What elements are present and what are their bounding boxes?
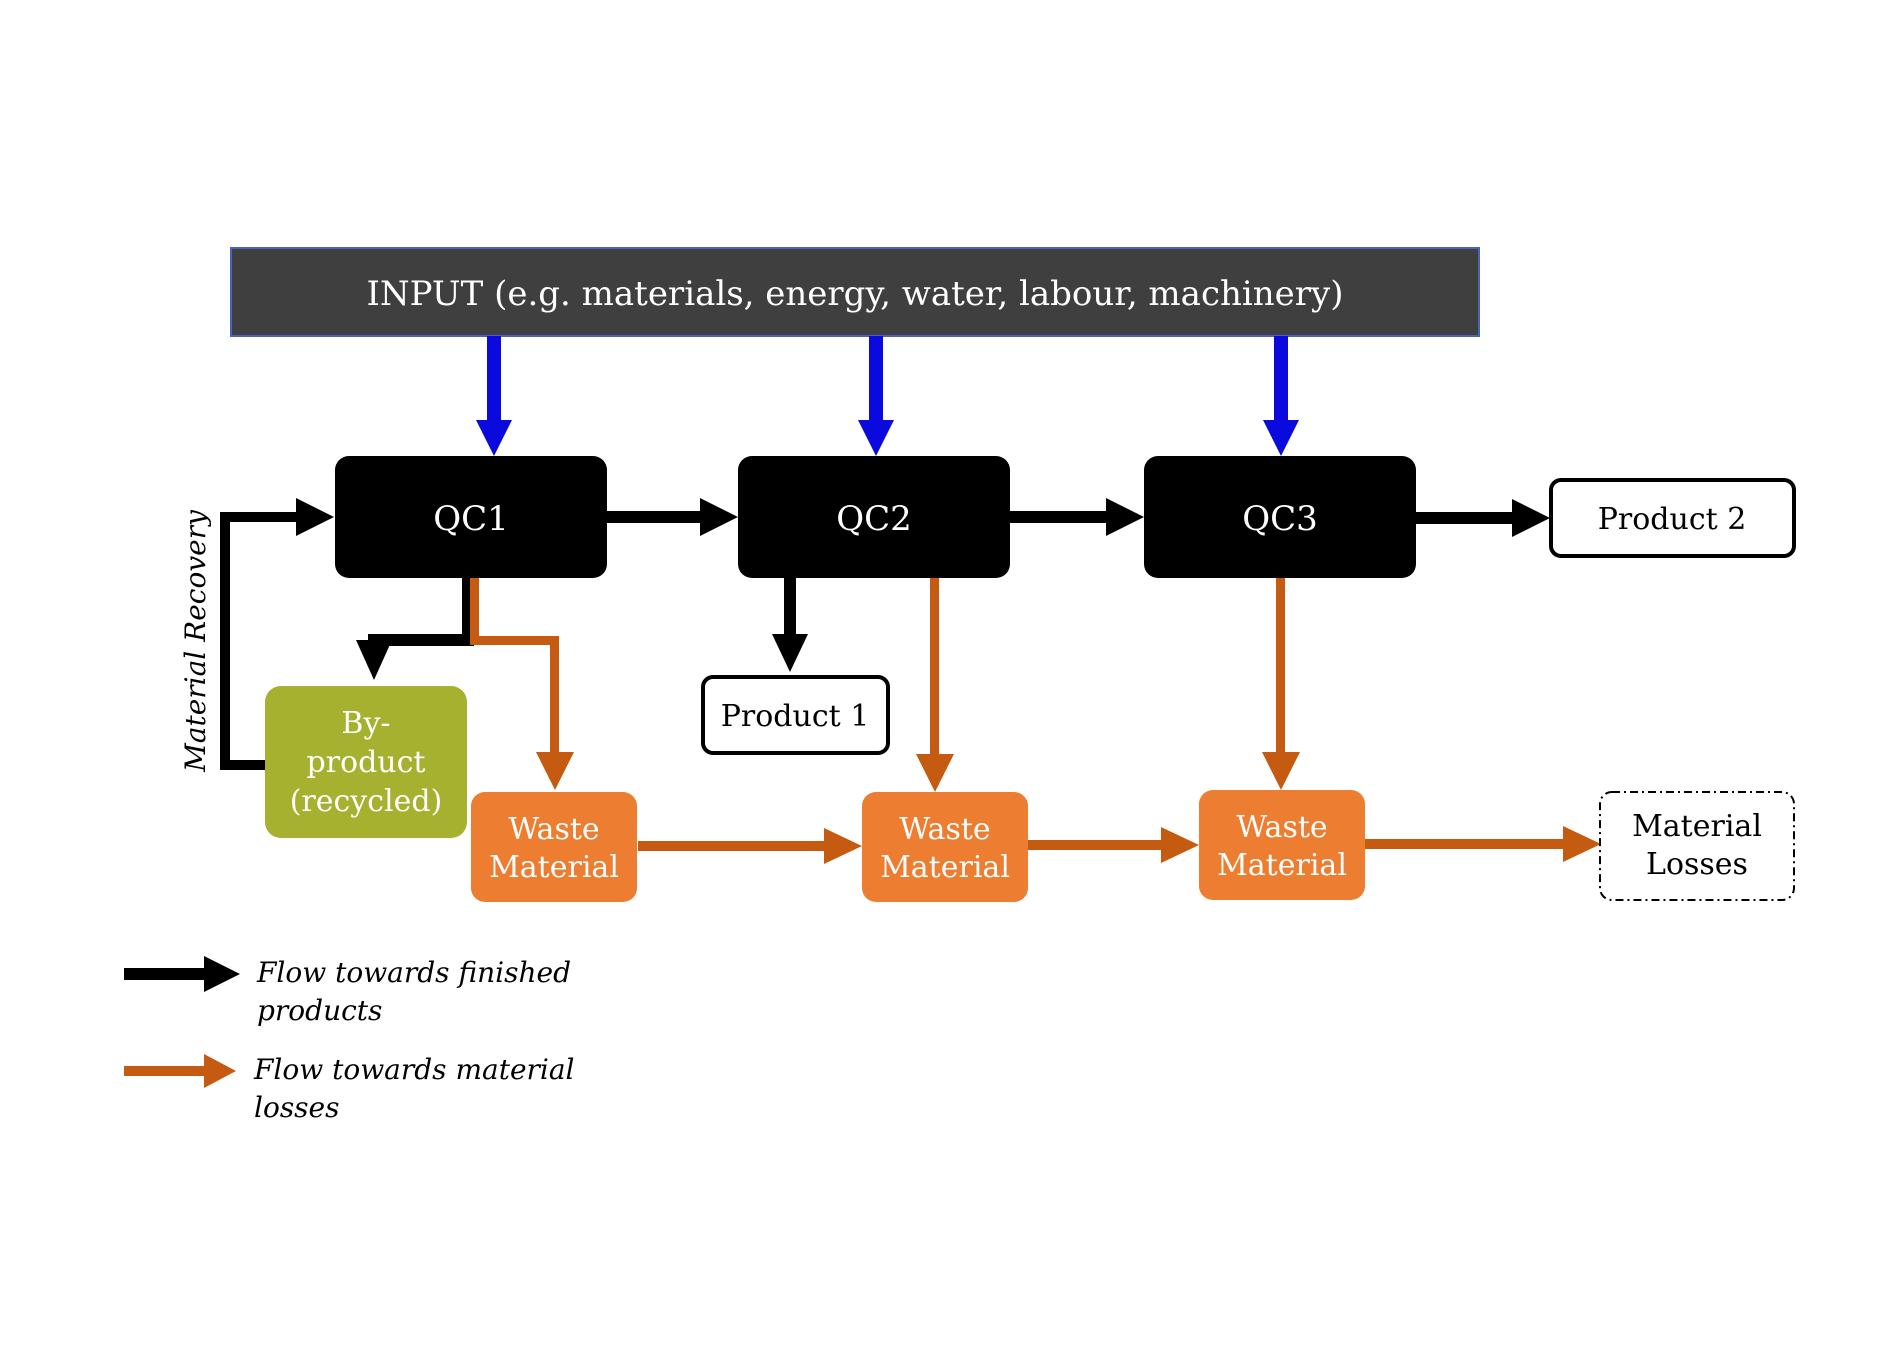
waste3-label-line2: Material (1217, 848, 1347, 883)
material-recovery-arrow (220, 498, 334, 770)
arrow-qc1-to-waste1 (470, 578, 574, 790)
arrow-waste1-to-waste2 (638, 828, 862, 864)
input-box-rect (230, 247, 1480, 337)
input-arrows (476, 336, 1299, 456)
product2-label: Product 2 (1598, 502, 1747, 537)
byproduct-box: By- product (recycled) (265, 686, 467, 838)
arrow-waste3-to-losses (1365, 826, 1601, 862)
legend-losses-arrow-shaft (124, 1066, 210, 1076)
product2-box: Product 2 (1549, 478, 1796, 558)
process-qc2: QC2 (738, 456, 1010, 578)
legend-finished-line2: products (257, 994, 382, 1027)
waste3-label-line1: Waste (1236, 810, 1327, 845)
qc2-label: QC2 (836, 499, 912, 539)
legend: Flow towards finished products Flow towa… (124, 956, 575, 1124)
waste-box-2: Waste Material (862, 792, 1028, 902)
legend-finished-arrow-head (204, 956, 240, 992)
input-box: INPUT (e.g. materials, energy, water, la… (230, 247, 1480, 337)
input-arrow-qc1 (476, 336, 512, 456)
product1-label: Product 1 (721, 699, 870, 734)
arrow-qc2-to-waste2 (916, 578, 954, 792)
arrow-qc3-to-product2 (1416, 499, 1550, 537)
arrow-qc1-to-qc2 (607, 498, 738, 536)
legend-losses-arrow-head (204, 1054, 236, 1088)
arrow-waste2-to-waste3 (1027, 827, 1199, 863)
waste-box-1: Waste Material (471, 792, 637, 902)
qc3-label: QC3 (1242, 499, 1318, 539)
byproduct-label-line2: product (307, 745, 426, 780)
waste1-label-line2: Material (489, 850, 619, 885)
byproduct-label-line1: By- (341, 706, 390, 741)
losses-label-line2: Losses (1646, 847, 1748, 882)
arrow-qc3-to-waste3 (1262, 578, 1300, 790)
waste2-label-line2: Material (880, 850, 1010, 885)
material-recovery-label: Material Recovery (179, 509, 212, 773)
losses-label-line1: Material (1632, 809, 1762, 844)
legend-losses: Flow towards material losses (124, 1053, 575, 1124)
input-label: INPUT (e.g. materials, energy, water, la… (366, 274, 1343, 314)
input-arrow-qc3 (1263, 336, 1299, 456)
waste2-label-line1: Waste (899, 812, 990, 847)
product-flow-arrows (607, 498, 1550, 672)
input-arrow-qc2 (858, 336, 894, 456)
legend-finished: Flow towards finished products (124, 956, 571, 1027)
arrow-qc1-to-byproduct (356, 578, 474, 680)
legend-finished-line1: Flow towards finished (256, 956, 571, 989)
process-qc1: QC1 (335, 456, 607, 578)
legend-finished-arrow-shaft (124, 968, 210, 980)
waste-box-3: Waste Material (1199, 790, 1365, 900)
loss-flow-arrows (470, 578, 1601, 864)
process-qc3: QC3 (1144, 456, 1416, 578)
arrow-qc2-to-product1 (772, 578, 808, 672)
legend-losses-line1: Flow towards material (253, 1053, 575, 1086)
arrow-qc2-to-qc3 (1010, 498, 1144, 536)
legend-losses-line2: losses (254, 1091, 340, 1124)
qc1-label: QC1 (433, 499, 509, 539)
waste1-label-line1: Waste (508, 812, 599, 847)
material-losses-box: Material Losses (1599, 791, 1795, 901)
byproduct-label-line3: (recycled) (290, 784, 443, 819)
product1-box: Product 1 (701, 675, 890, 755)
